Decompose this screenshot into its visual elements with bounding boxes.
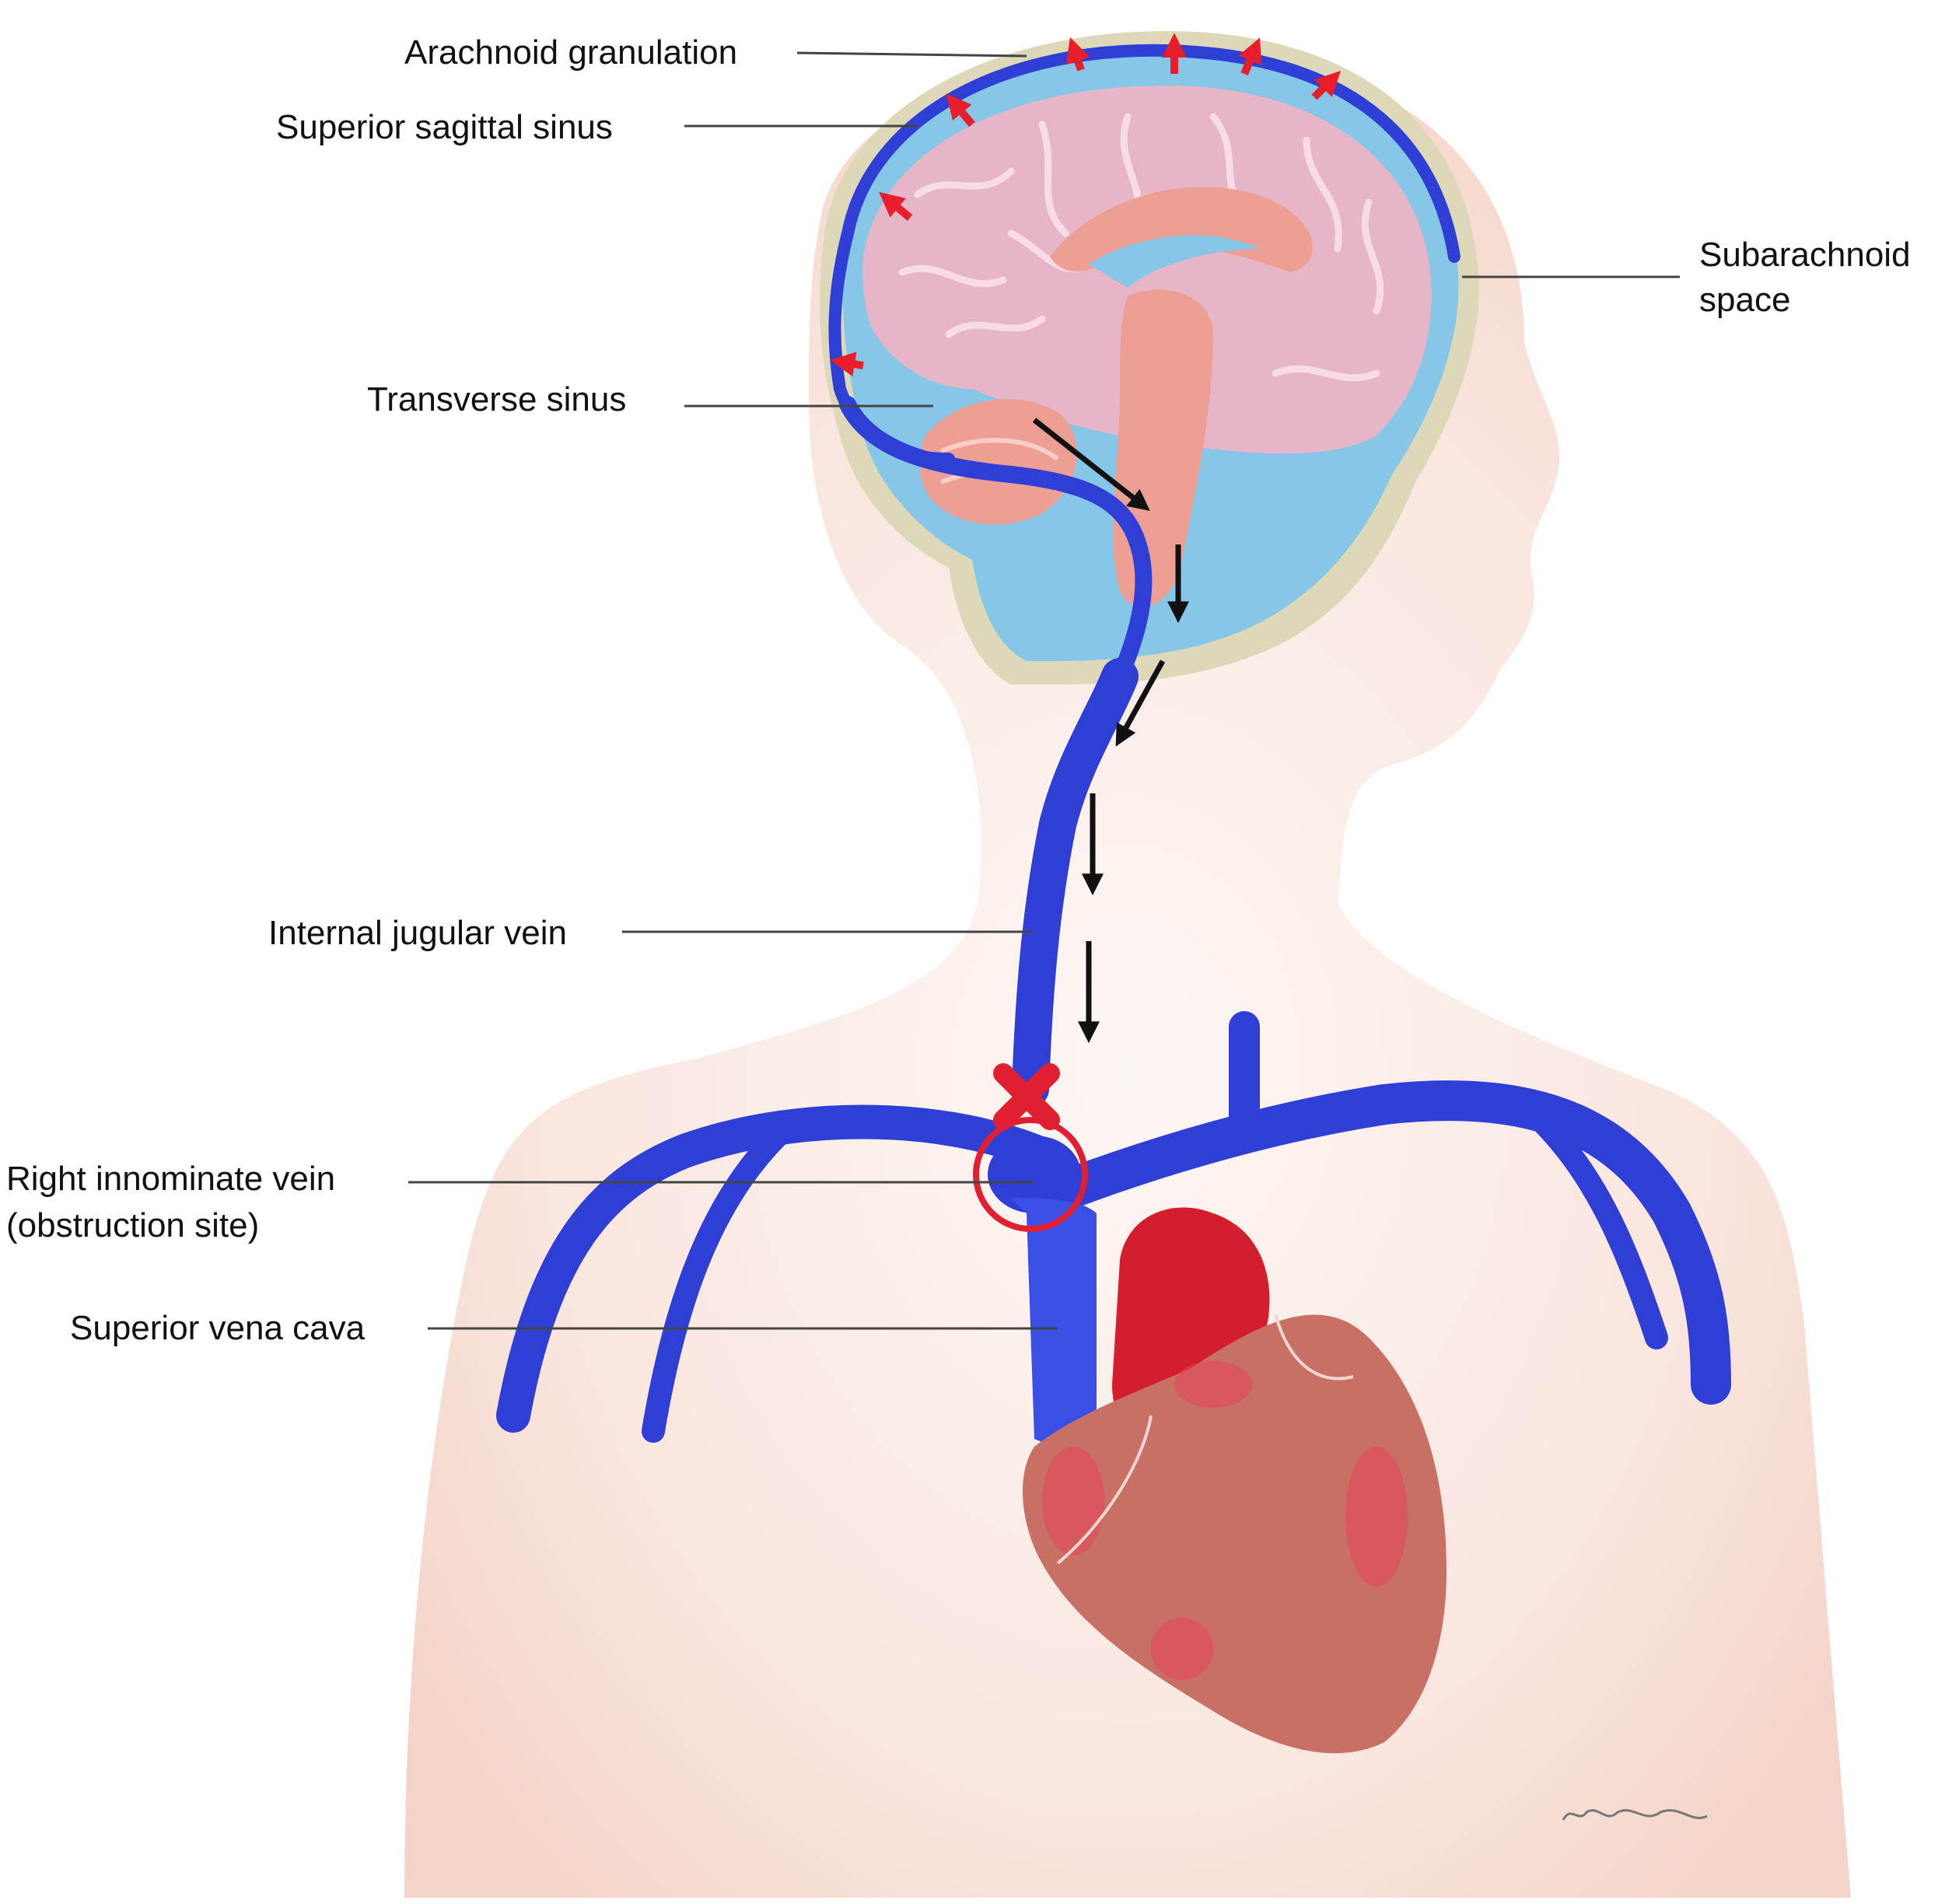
left-branch — [1513, 1093, 1668, 1349]
label-right-innominate-vein: Right innominate vein — [6, 1160, 335, 1198]
ventricle — [1089, 235, 1260, 288]
heart — [1023, 1314, 1447, 1754]
heart-lines — [1056, 1314, 1354, 1565]
right-cephalic-branch — [642, 1124, 789, 1443]
label-subarachnoid-space-line2: space — [1699, 281, 1790, 319]
cerebellum — [919, 399, 1077, 525]
right-subclavian-vein — [496, 1104, 1051, 1433]
label-superior-vena-cava: Superior vena cava — [70, 1309, 366, 1347]
obstruction-x-mark — [993, 1063, 1060, 1130]
transverse-sinus — [839, 396, 1153, 685]
obstruction-site-circle — [973, 1117, 1088, 1232]
right-innominate-vein — [988, 1136, 1081, 1213]
heart-highlights — [1042, 1361, 1408, 1680]
label-superior-sagittal-sinus: Superior sagittal sinus — [276, 108, 613, 146]
label-subarachnoid-space: Subarachnoid — [1699, 236, 1911, 274]
internal-jugular-vein — [1012, 658, 1139, 1108]
label-arachnoid-granulation: Arachnoid granulation — [404, 33, 737, 72]
label-transverse-sinus: Transverse sinus — [367, 380, 626, 418]
leader-lines — [408, 51, 1680, 1330]
body-silhouette — [404, 55, 1851, 1899]
artist-signature — [1562, 1809, 1708, 1821]
csf-arrows — [830, 33, 1342, 376]
superior-vena-cava-vessel — [1011, 1198, 1097, 1445]
label-obstruction-site: (obstruction site) — [6, 1206, 259, 1244]
label-internal-jugular-vein: Internal jugular vein — [268, 914, 567, 952]
flow-arrows — [1032, 418, 1189, 1044]
superior-sagittal-sinus — [828, 44, 1461, 465]
